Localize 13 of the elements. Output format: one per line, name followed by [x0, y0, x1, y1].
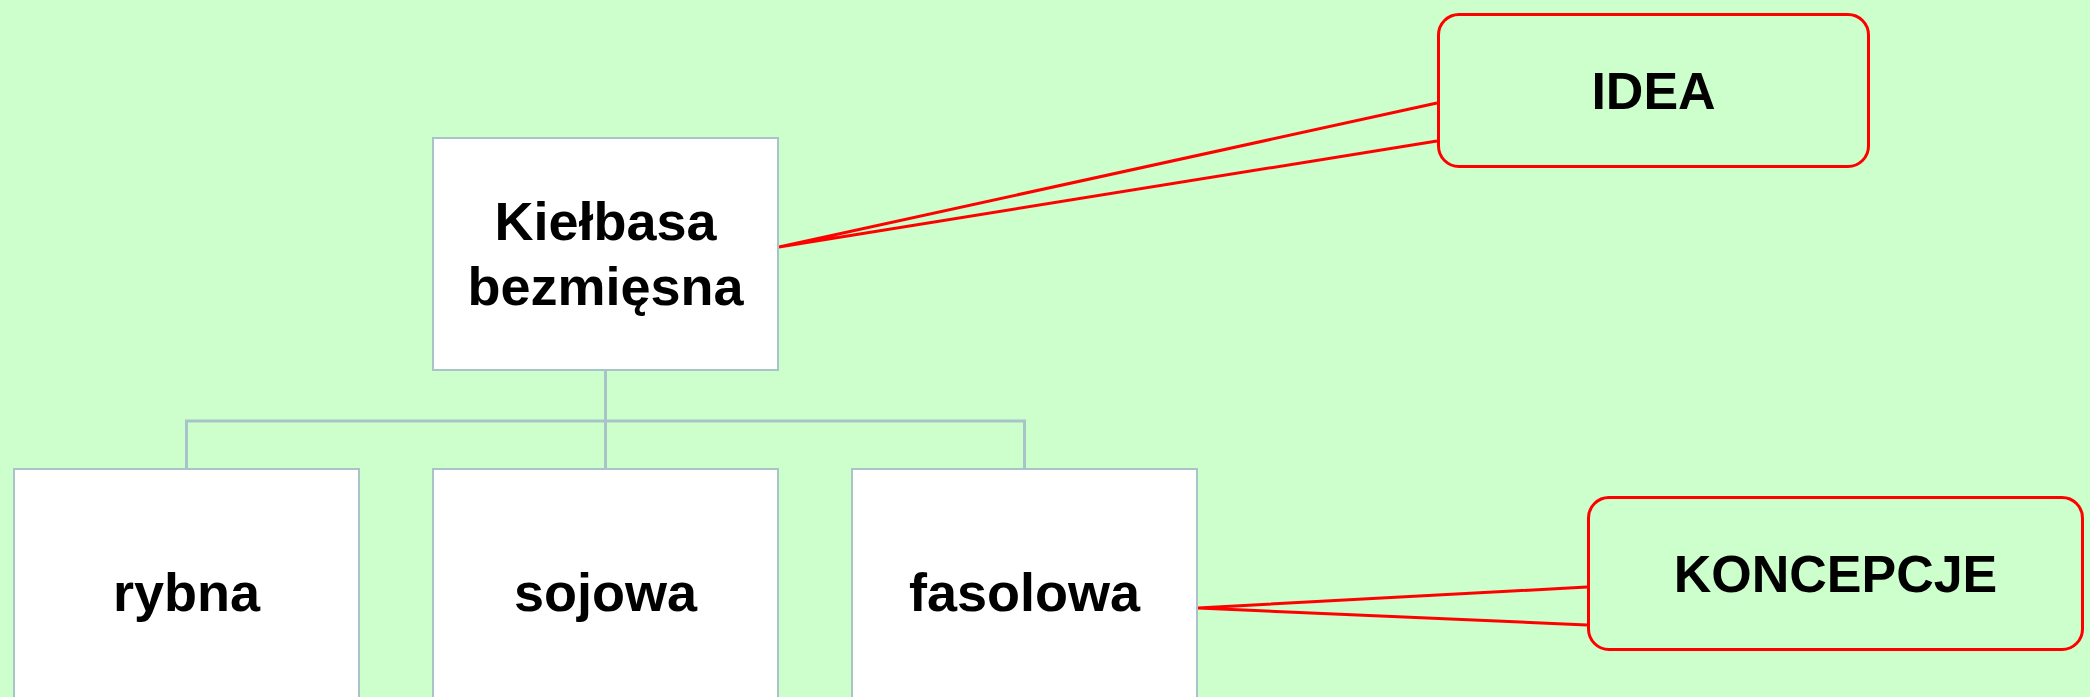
callout-box [1587, 496, 2084, 651]
node-label: sojowa [513, 561, 697, 624]
node-label: IDEA [1591, 60, 1716, 122]
callout-box [1437, 13, 1870, 168]
root-box [432, 137, 779, 371]
node-label: Kiełbasa bezmięsna [466, 190, 745, 318]
node-label: fasolowa [908, 561, 1141, 624]
child-box [851, 468, 1198, 697]
child-box [13, 468, 360, 697]
node-label: rybna [112, 561, 261, 624]
connector-line [604, 371, 1026, 468]
node-label: KONCEPCJE [1673, 543, 1998, 605]
child-box [432, 468, 779, 697]
